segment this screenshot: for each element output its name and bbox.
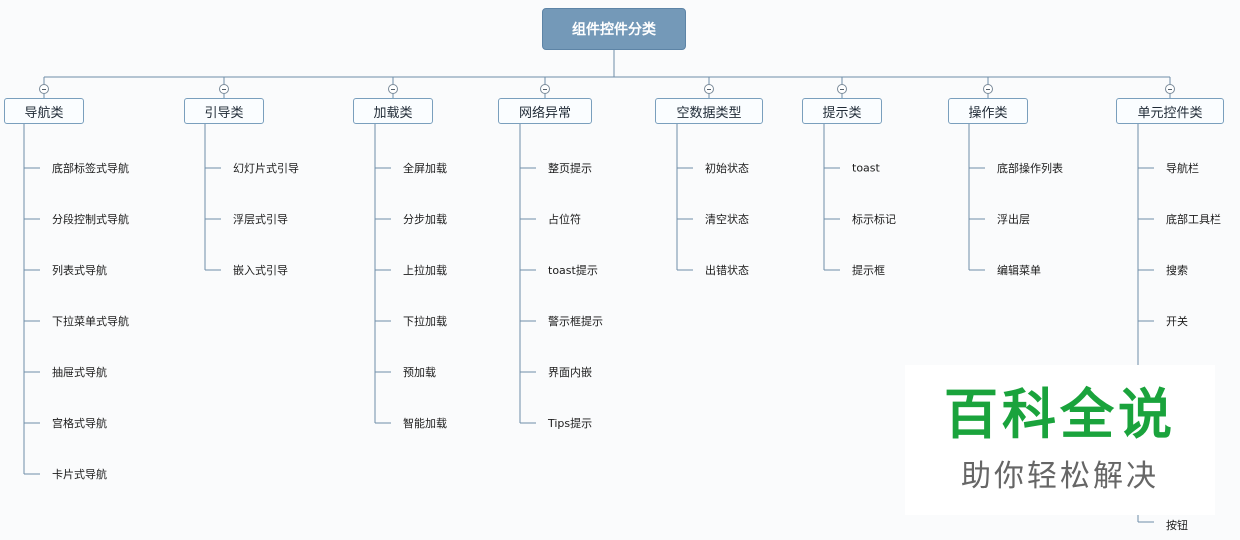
category-label: 加载类	[373, 105, 413, 121]
leaf-item[interactable]: 智能加载	[403, 417, 447, 430]
leaf-item[interactable]: 浮出层	[997, 213, 1030, 226]
watermark-subtitle: 助你轻松解决	[961, 458, 1159, 494]
category-node[interactable]: 提示类	[802, 98, 882, 124]
leaf-item[interactable]: 上拉加载	[403, 264, 447, 277]
category-label: 提示类	[822, 105, 862, 121]
collapse-toggle-icon[interactable]	[388, 84, 398, 94]
leaf-item[interactable]: 宫格式导航	[52, 417, 107, 430]
leaf-item[interactable]: 占位符	[548, 213, 581, 226]
category-node[interactable]: 加载类	[353, 98, 433, 124]
collapse-toggle-icon[interactable]	[540, 84, 550, 94]
category-label: 导航类	[24, 105, 64, 121]
category-label: 单元控件类	[1137, 105, 1203, 121]
collapse-toggle-icon[interactable]	[219, 84, 229, 94]
category-node[interactable]: 引导类	[184, 98, 264, 124]
leaf-item[interactable]: 底部工具栏	[1166, 213, 1221, 226]
root-label: 组件控件分类	[572, 22, 656, 38]
category-node[interactable]: 网络异常	[498, 98, 592, 124]
leaf-item[interactable]: 界面内嵌	[548, 366, 592, 379]
watermark: 百科全说 助你轻松解决	[905, 365, 1215, 515]
leaf-item[interactable]: 按钮	[1166, 519, 1188, 532]
leaf-item[interactable]: 导航栏	[1166, 162, 1199, 175]
collapse-toggle-icon[interactable]	[704, 84, 714, 94]
leaf-item[interactable]: toast提示	[548, 264, 598, 277]
category-node[interactable]: 操作类	[948, 98, 1028, 124]
category-label: 空数据类型	[676, 105, 742, 121]
leaf-item[interactable]: 整页提示	[548, 162, 592, 175]
leaf-item[interactable]: 提示框	[852, 264, 885, 277]
category-node[interactable]: 单元控件类	[1116, 98, 1224, 124]
leaf-item[interactable]: 分步加载	[403, 213, 447, 226]
category-node[interactable]: 导航类	[4, 98, 84, 124]
leaf-item[interactable]: 列表式导航	[52, 264, 107, 277]
leaf-item[interactable]: 浮层式引导	[233, 213, 288, 226]
leaf-item[interactable]: 底部操作列表	[997, 162, 1063, 175]
leaf-item[interactable]: 幻灯片式引导	[233, 162, 299, 175]
category-label: 引导类	[204, 105, 244, 121]
leaf-item[interactable]: 清空状态	[705, 213, 749, 226]
leaf-item[interactable]: 底部标签式导航	[52, 162, 129, 175]
leaf-item[interactable]: 分段控制式导航	[52, 213, 129, 226]
leaf-item[interactable]: 初始状态	[705, 162, 749, 175]
leaf-item[interactable]: 下拉菜单式导航	[52, 315, 129, 328]
category-node[interactable]: 空数据类型	[655, 98, 763, 124]
leaf-item[interactable]: 编辑菜单	[997, 264, 1041, 277]
leaf-item[interactable]: Tips提示	[548, 417, 593, 430]
leaf-item[interactable]: 预加载	[403, 366, 436, 379]
leaf-item[interactable]: 嵌入式引导	[233, 264, 288, 277]
category-label: 网络异常	[518, 105, 571, 121]
leaf-item[interactable]: 标示标记	[852, 213, 896, 226]
leaf-item[interactable]: 全屏加载	[403, 162, 447, 175]
watermark-title: 百科全说	[944, 383, 1176, 447]
root-node[interactable]: 组件控件分类	[542, 8, 686, 50]
leaf-item[interactable]: 搜索	[1166, 264, 1188, 277]
collapse-toggle-icon[interactable]	[39, 84, 49, 94]
leaf-item[interactable]: 警示框提示	[548, 315, 603, 328]
leaf-item[interactable]: 开关	[1166, 315, 1188, 328]
collapse-toggle-icon[interactable]	[983, 84, 993, 94]
collapse-toggle-icon[interactable]	[837, 84, 847, 94]
leaf-item[interactable]: 出错状态	[705, 264, 749, 277]
collapse-toggle-icon[interactable]	[1165, 84, 1175, 94]
leaf-item[interactable]: toast	[852, 161, 880, 175]
category-label: 操作类	[968, 105, 1008, 121]
leaf-item[interactable]: 抽屉式导航	[52, 366, 107, 379]
leaf-item[interactable]: 卡片式导航	[52, 468, 107, 481]
leaf-item[interactable]: 下拉加载	[403, 315, 447, 328]
